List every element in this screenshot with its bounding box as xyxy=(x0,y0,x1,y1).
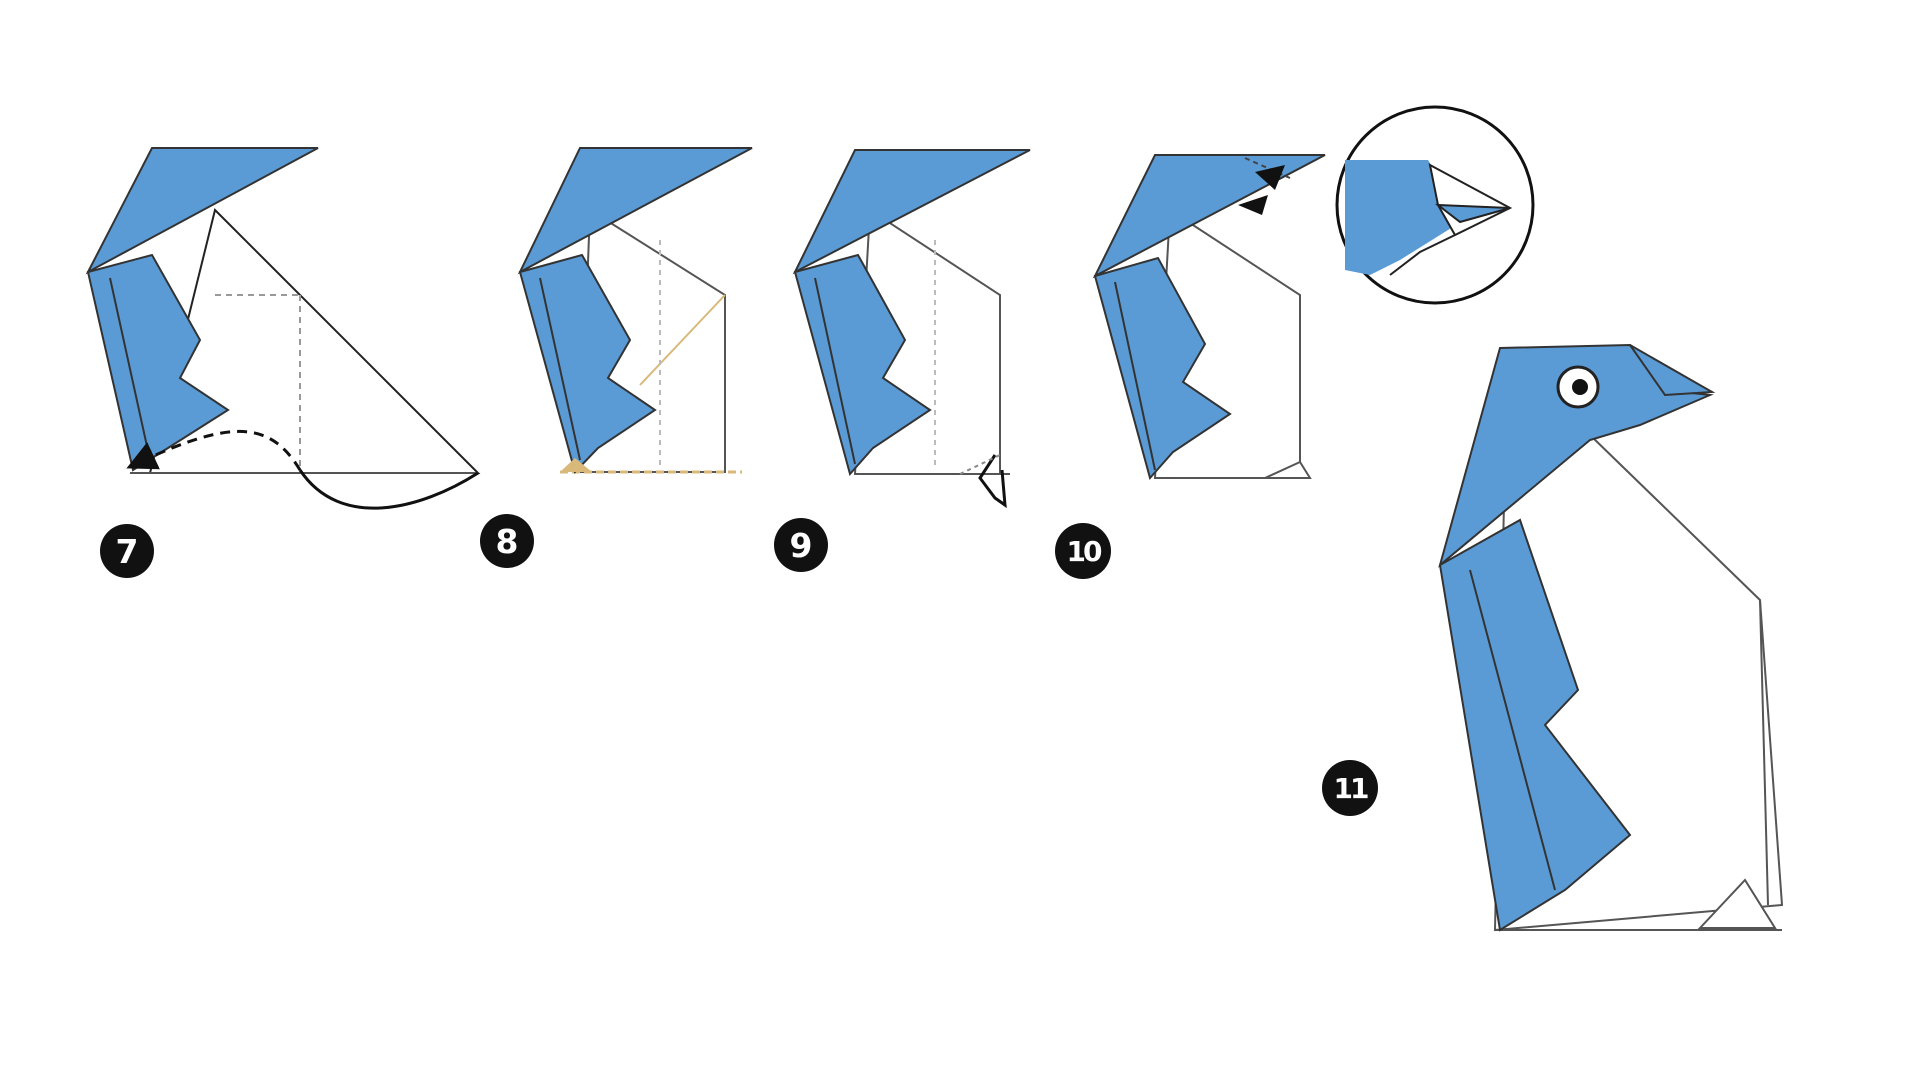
step-9-head xyxy=(792,149,1031,275)
step-9-flipper-edge xyxy=(814,277,856,465)
step-10-head xyxy=(1092,154,1326,279)
step-11-eye-pupil xyxy=(1572,379,1588,395)
step-10-back xyxy=(1093,256,1232,481)
step-10-foot xyxy=(1264,460,1312,479)
step-10-figure xyxy=(1092,154,1326,481)
step-9-badge: 9 xyxy=(774,518,828,572)
zoom-fold-lines xyxy=(1389,234,1456,276)
step-7-head xyxy=(85,147,319,275)
step-11-flipper-edge xyxy=(1469,569,1556,891)
step-8-guide-diagonal xyxy=(639,294,726,386)
zoom-beak-blue xyxy=(1434,203,1511,224)
step-10-beak-arrow xyxy=(1255,165,1285,190)
step-7-figure xyxy=(85,147,481,510)
step-8-figure xyxy=(517,147,753,474)
step-7-badge: 7 xyxy=(100,524,154,578)
step-10-flipper-edge xyxy=(1114,281,1156,471)
step-7-fold-arrow-dashed xyxy=(126,429,302,471)
step-8-flipper-edge xyxy=(539,277,581,461)
beak-detail-zoom xyxy=(1335,105,1535,305)
step-10-beak-arrow-lower xyxy=(1238,195,1268,215)
step-8-head xyxy=(517,147,753,275)
step-11-side-edge xyxy=(1759,599,1769,906)
step-10-badge: 10 xyxy=(1055,523,1111,579)
step-9-figure xyxy=(792,149,1031,509)
step-7-flipper-edge xyxy=(109,277,151,461)
step-11-back xyxy=(1438,518,1632,932)
step-11-beak xyxy=(1629,344,1716,397)
step-9-tuck-arrow xyxy=(978,454,1007,509)
step-9-back xyxy=(793,253,932,477)
step-8-badge: 8 xyxy=(480,514,534,568)
step-7-fold-arrow-solid xyxy=(298,469,479,510)
step-11-figure xyxy=(1438,343,1784,932)
step-11-foot xyxy=(1697,878,1777,929)
step-8-foot-mark xyxy=(560,458,592,472)
step-11-badge: 11 xyxy=(1322,760,1378,816)
zoom-head-fill xyxy=(1345,160,1480,275)
